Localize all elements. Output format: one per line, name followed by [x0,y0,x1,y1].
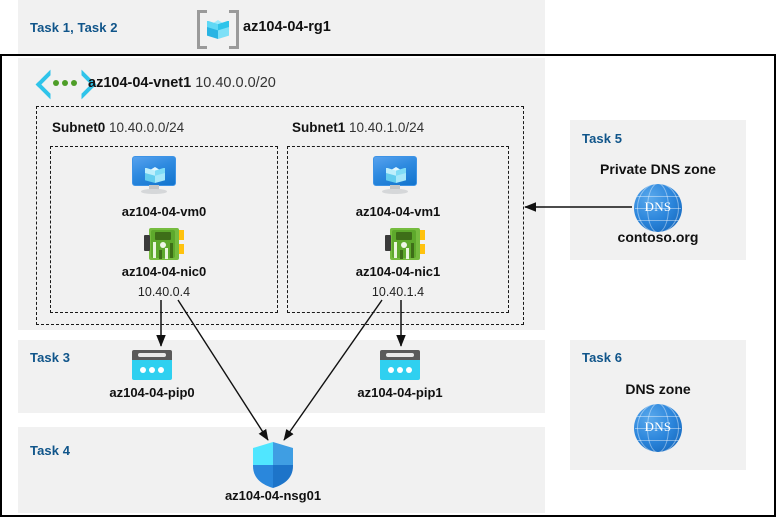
vnet-panel [18,58,545,330]
virtual-machine-icon [132,156,176,194]
vm1-name: az104-04-vm1 [355,204,441,219]
frame-left-border [0,54,2,517]
network-security-group-icon [253,442,293,488]
resource-group-name: az104-04-rg1 [243,19,331,35]
dns-zone-icon: DNS [634,404,682,452]
task-label-4: Task 4 [30,443,71,458]
dns-zone-icon: DNS [634,184,682,232]
resource-group-icon [197,6,239,49]
subnet1-title: Subnet1 10.40.1.0/24 [292,120,424,135]
resource-group-header-panel [18,0,545,54]
dns-icon-text: DNS [644,419,672,434]
subnet0-cidr: 10.40.0.0/24 [109,120,185,135]
network-interface-icon [144,228,184,260]
subnet1-name: Subnet1 [292,120,346,135]
vm0-name: az104-04-vm0 [121,204,207,219]
task-label-5: Task 5 [582,131,623,146]
private-dns-zone-heading: Private DNS zone [600,161,716,177]
frame-right-border [774,54,776,517]
virtual-machine-icon [373,156,417,194]
subnets-container [36,106,524,325]
dns-zone-heading: DNS zone [625,381,691,397]
subnet0-title: Subnet0 10.40.0.0/24 [52,120,184,135]
task-label-6: Task 6 [582,350,623,365]
nic1-private-ip: 10.40.1.4 [371,285,425,299]
subnet0-box [50,146,278,313]
vnet-address-space: 10.40.0.0/20 [195,75,276,91]
nsg-name: az104-04-nsg01 [224,488,322,503]
public-ip-address-icon [380,350,420,380]
nic0-name: az104-04-nic0 [121,264,207,279]
network-interface-icon [385,228,425,260]
subnet0-name: Subnet0 [52,120,106,135]
task3-panel [18,340,545,413]
vnet-name: az104-04-vnet1 [88,75,192,91]
pip1-name: az104-04-pip1 [357,385,443,400]
pip0-name: az104-04-pip0 [109,385,195,400]
header-divider-line [0,54,776,56]
dns-icon-text: DNS [644,199,672,214]
frame-bottom-border [0,515,776,517]
vnet-title: az104-04-vnet1 10.40.0.0/20 [88,75,276,91]
public-ip-address-icon [132,350,172,380]
subnet1-box [287,146,509,313]
task-label-3: Task 3 [30,350,71,365]
task-label-1-2: Task 1, Task 2 [30,20,118,35]
private-dns-zone-name: contoso.org [617,229,699,245]
virtual-network-icon [35,69,97,100]
nic1-name: az104-04-nic1 [355,264,441,279]
nic0-private-ip: 10.40.0.4 [137,285,191,299]
subnet1-cidr: 10.40.1.0/24 [349,120,425,135]
